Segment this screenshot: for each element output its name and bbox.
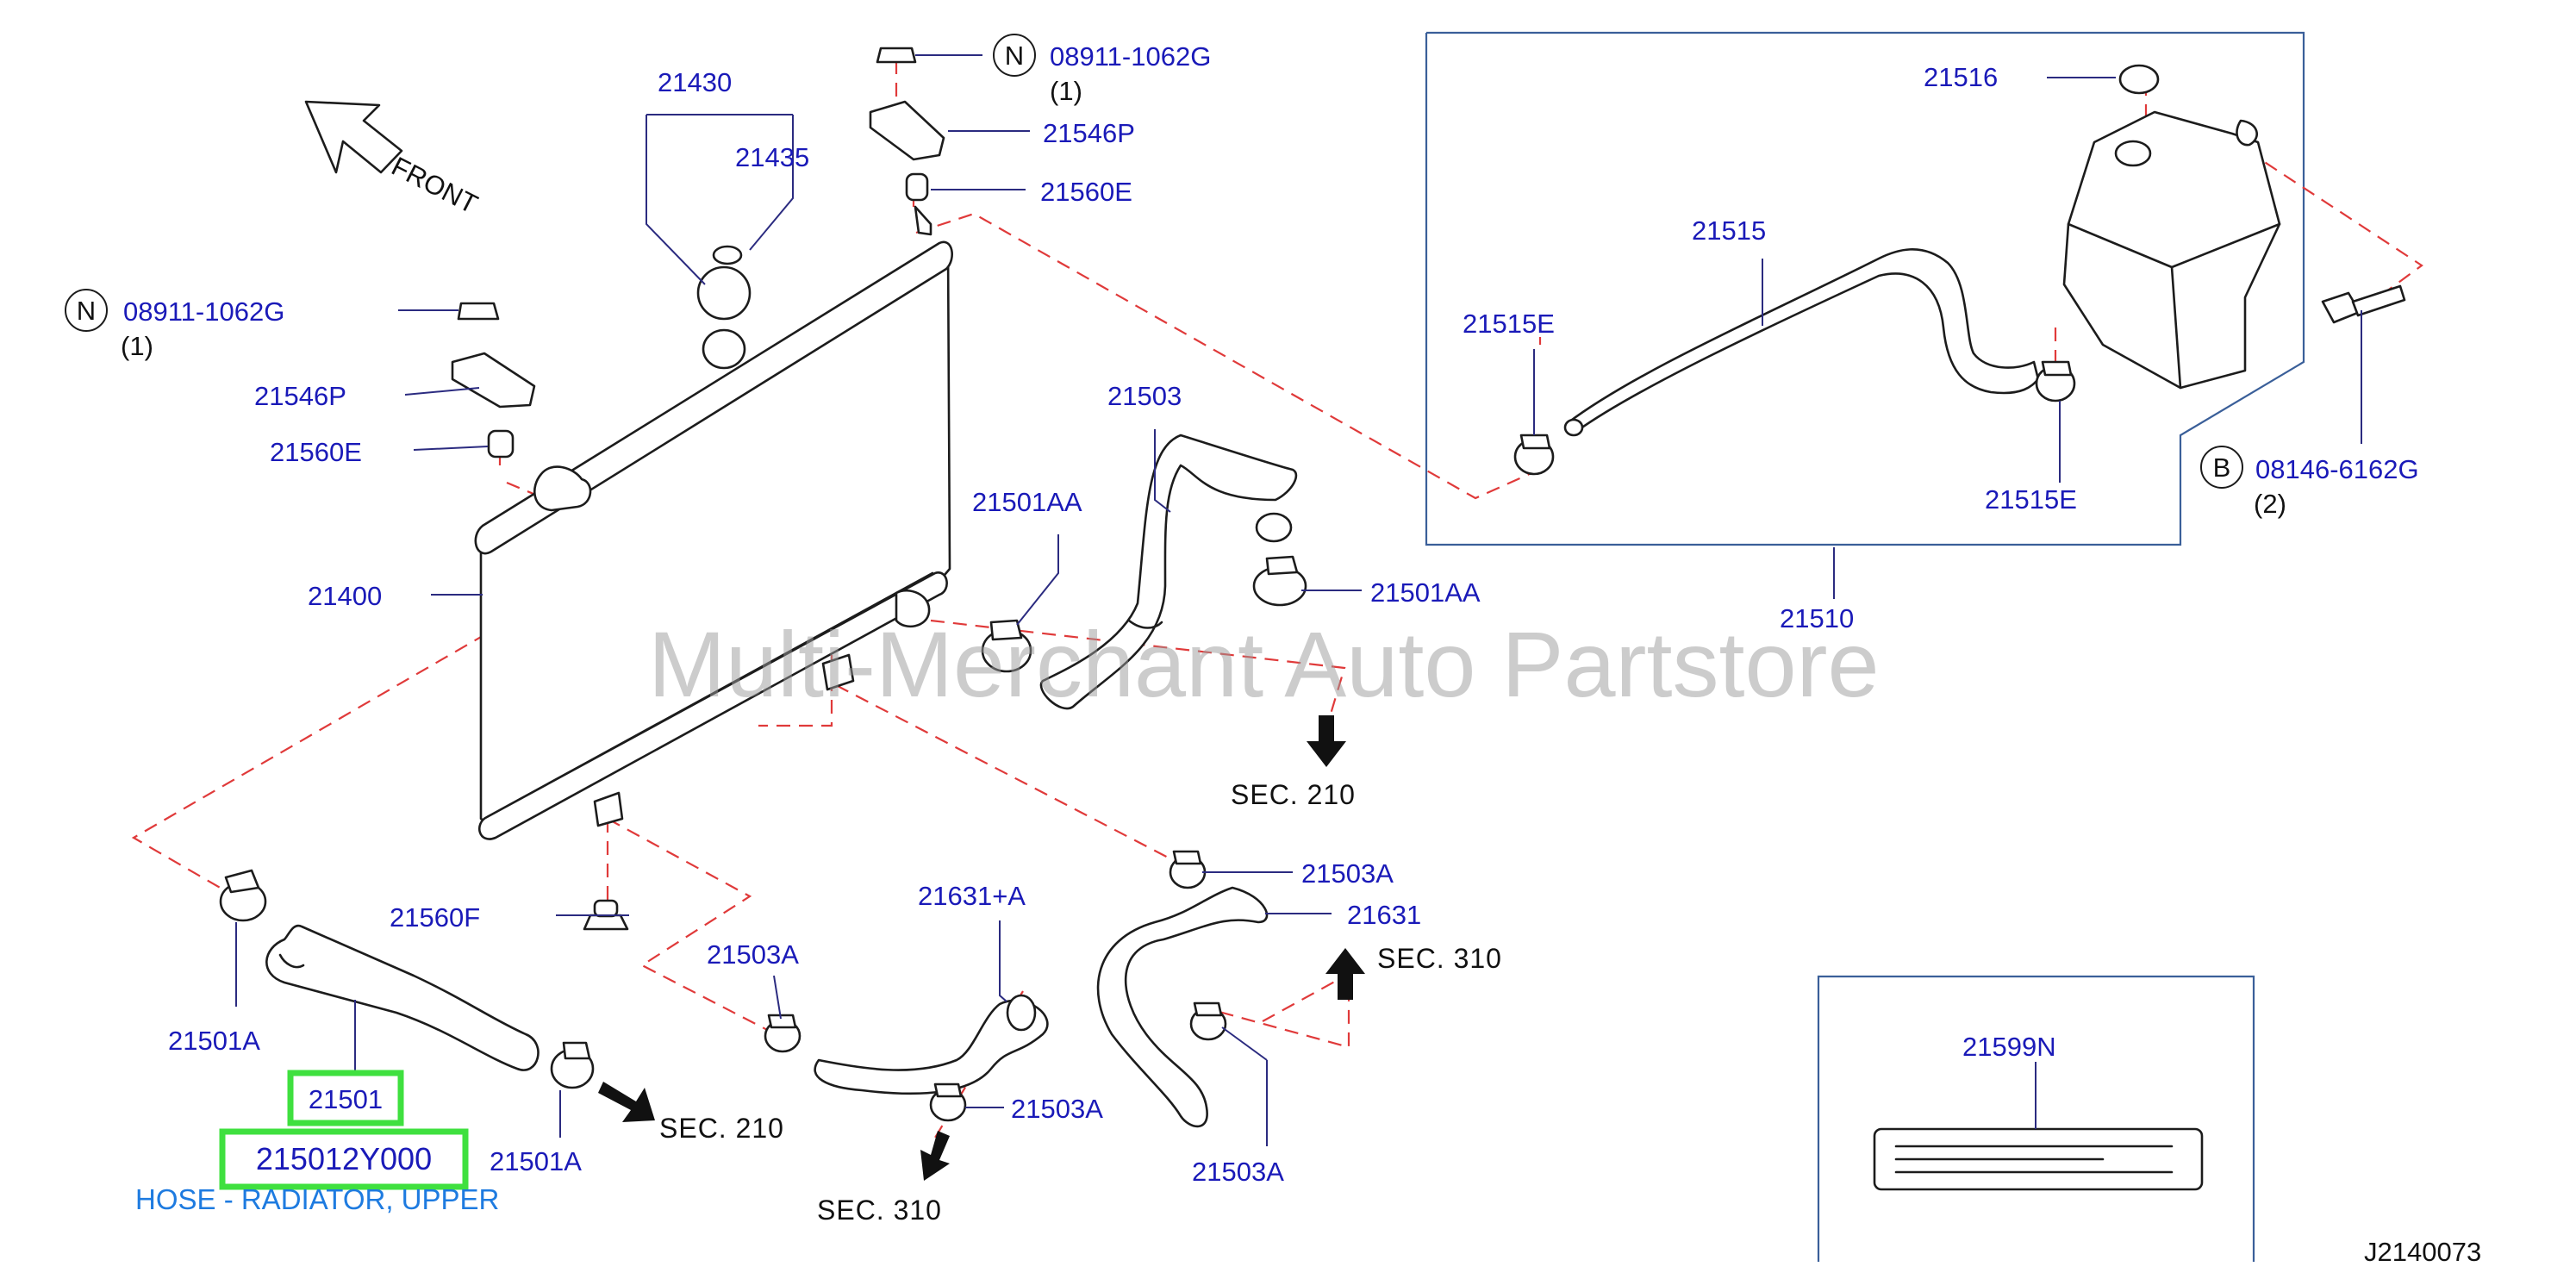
radiator-cap-icon	[696, 245, 752, 370]
callout-21510: 21510	[1780, 603, 1854, 633]
callout-21515E-b: 21515E	[1985, 484, 2077, 515]
warning-label-icon	[1873, 1127, 2204, 1191]
callout-21515E-a: 21515E	[1463, 309, 1555, 339]
callout-21560F: 21560F	[390, 902, 480, 933]
callout-08911-left: 08911-1062G	[123, 296, 284, 327]
callout-21631A: 21631+A	[918, 881, 1026, 911]
highlight-box-part-number[interactable]	[219, 1128, 469, 1190]
callout-08146-qty: (2)	[2254, 489, 2286, 519]
callout-21400: 21400	[308, 581, 382, 611]
callout-21546P-top: 21546P	[1043, 118, 1135, 148]
sec-ref-210-b: SEC. 210	[659, 1113, 784, 1144]
n-marker-top-text: N	[1005, 41, 1024, 71]
clamp-icon-21515E-right	[2035, 360, 2076, 402]
callout-21503A-b: 21503A	[1011, 1094, 1103, 1124]
clamp-icon-21503A-b	[929, 1082, 967, 1122]
sec-ref-310-a: SEC. 310	[1377, 943, 1502, 974]
sec-ref-210-a: SEC. 210	[1231, 779, 1356, 810]
callout-21435: 21435	[735, 142, 809, 172]
watermark: Multi-Merchant Auto Partstore	[648, 612, 1880, 716]
clamp-icon-21503A-d	[1189, 1001, 1227, 1041]
radiator-core	[474, 240, 953, 840]
callout-21503: 21503	[1107, 381, 1182, 411]
callout-08146: 08146-6162G	[2255, 454, 2419, 484]
callout-08911-top: 08911-1062G	[1050, 41, 1211, 72]
reservoir-group-box	[1425, 31, 2305, 546]
front-arrow-icon	[304, 100, 403, 174]
highlight-description: HOSE - RADIATOR, UPPER	[135, 1183, 499, 1215]
clamp-icon-21503A-a	[764, 1014, 801, 1053]
front-label: FRONT	[387, 151, 483, 220]
callout-21515: 21515	[1692, 215, 1766, 246]
b-marker-text: B	[2213, 452, 2231, 483]
sec310-arrow-icon-b	[920, 1131, 950, 1181]
b-marker	[2200, 446, 2243, 489]
clamp-icon-21501A-bottom	[550, 1041, 595, 1089]
left-mount-hardware	[451, 302, 536, 459]
n-marker-top	[993, 34, 1036, 77]
callout-21560E-left: 21560E	[270, 437, 362, 467]
heater-hose-21631	[1096, 886, 1269, 1128]
callout-21501A-b: 21501A	[490, 1146, 582, 1176]
upper-radiator-hose	[265, 924, 540, 1071]
callout-08911-left-qty: (1)	[121, 331, 153, 361]
callout-21516: 21516	[1924, 62, 1998, 92]
callout-21560E-top: 21560E	[1040, 177, 1132, 207]
sec210-arrow-icon-b	[598, 1082, 655, 1122]
callout-21503A-d: 21503A	[1192, 1157, 1284, 1187]
label-group-box	[1817, 975, 2255, 1262]
heater-hose-21631A	[814, 994, 1049, 1095]
clamp-icon-21501AA-left	[981, 619, 1032, 673]
callout-21631: 21631	[1347, 900, 1421, 930]
callout-21546P-left: 21546P	[254, 381, 346, 411]
bolt-icon	[2321, 284, 2406, 324]
n-marker-left	[65, 289, 108, 332]
callout-21501AA-b: 21501AA	[1370, 577, 1481, 608]
highlight-box-21501[interactable]	[287, 1070, 404, 1126]
top-mount-hardware	[869, 47, 945, 236]
sec310-arrow-icon-a	[1325, 948, 1365, 1000]
clamp-icon-21515E-left	[1513, 434, 1555, 476]
callout-21503A-a: 21503A	[707, 939, 799, 970]
n-marker-left-text: N	[77, 296, 96, 326]
callout-21503A-c: 21503A	[1301, 858, 1394, 889]
reservoir-hose-21515	[1563, 248, 2040, 437]
clamp-icon-21503A-c	[1169, 850, 1207, 889]
lower-radiator-hose-21503	[1039, 434, 1298, 710]
callout-21501A-a: 21501A	[168, 1026, 260, 1056]
callout-08911-top-qty: (1)	[1050, 76, 1082, 106]
reservoir-tank	[2062, 64, 2281, 390]
leader-lines	[235, 54, 2362, 1146]
sec210-arrow-icon-a	[1307, 715, 1346, 767]
callout-21599N: 21599N	[1962, 1032, 2056, 1062]
callout-21501AA-a: 21501AA	[972, 487, 1082, 517]
diagram-id: J2140073	[2364, 1237, 2481, 1267]
clamp-icon-21501AA-right	[1252, 555, 1307, 607]
clamp-icon-21501A-top	[219, 869, 267, 922]
highlight-part-number[interactable]: 215012Y000	[256, 1141, 432, 1176]
sec-ref-310-b: SEC. 310	[817, 1195, 942, 1226]
highlight-callout-21501[interactable]: 21501	[309, 1084, 383, 1114]
callout-21430: 21430	[658, 67, 732, 97]
